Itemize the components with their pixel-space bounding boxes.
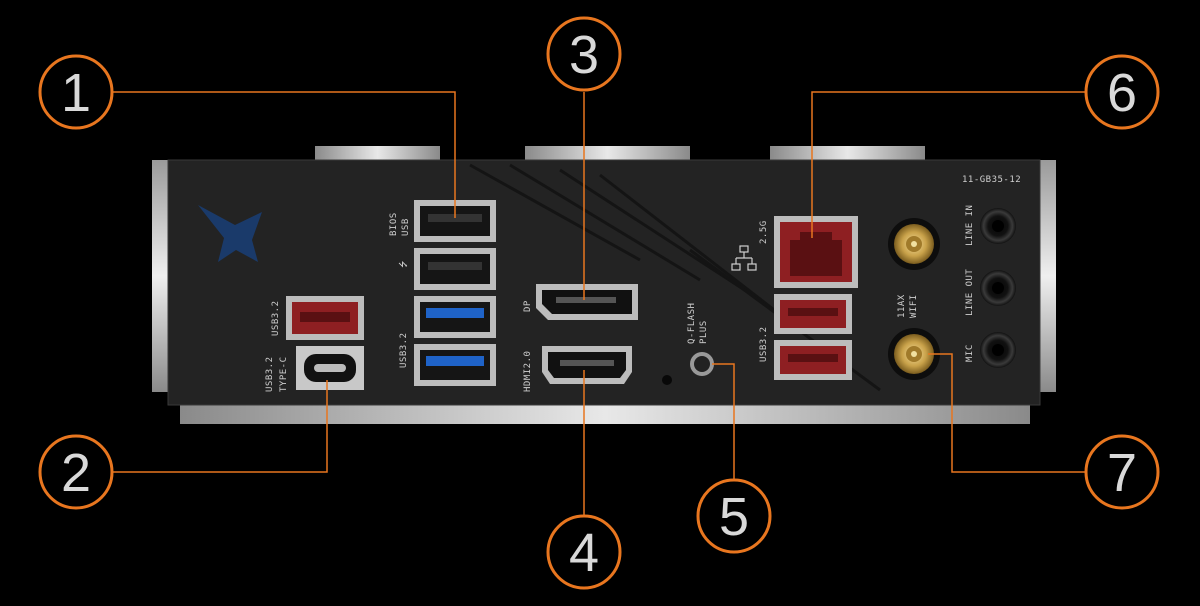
callout-6-number: 6 [1107,63,1137,123]
callout-3: 3 [546,16,622,92]
callout-3-number: 3 [569,25,599,85]
callout-1-number: 1 [61,63,91,123]
mic-label: MIC [965,344,975,362]
qflash-label-2: PLUS [699,320,709,344]
audio-jacks[interactable] [980,208,1016,368]
line-in-label: LINE IN [965,205,975,246]
svg-text:⭍: ⭍ [398,260,409,268]
callout-2-number: 2 [61,443,91,503]
displayport[interactable] [536,284,638,320]
usb32-type-c-port[interactable] [296,346,364,390]
hdmi-port[interactable] [542,346,632,384]
shield-side-strips [152,160,1056,392]
callout-5: 5 [696,478,772,554]
callout-7: 7 [1084,434,1160,510]
lan-label: 2.5G [759,220,769,244]
screw-hole [662,375,672,385]
dp-label: DP [523,300,533,312]
callout-1: 1 [38,54,114,130]
usb32-right-label: USB3.2 [759,326,769,362]
usb32-a-label: USB3.2 [271,300,281,336]
usb-symbol-icon: ⭍ [398,260,409,268]
callout-6: 6 [1084,54,1160,130]
usb32-mid-label: USB3.2 [399,332,409,368]
qflash-label-1: Q-FLASH [687,303,697,344]
usb32-a-port-left[interactable] [286,296,364,340]
callout-4-number: 4 [569,523,599,583]
wifi-label-1: 11AX [897,294,907,318]
panel-model-label: 11-GB35-12 [962,175,1021,185]
callout-5-number: 5 [719,487,749,547]
usb32-type-c-label-1: USB3.2 [265,356,275,392]
hdmi-label: HDMI2.0 [523,351,533,392]
q-flash-plus-button[interactable] [690,352,714,376]
wifi-antenna-connectors[interactable] [888,218,940,380]
wifi-label-2: WIFI [909,294,919,318]
lan-2-5g-port[interactable] [774,216,858,288]
shield-top-tabs [315,146,925,160]
usb32-type-c-label-2: TYPE-C [279,356,289,392]
usb32-right-ports[interactable] [774,294,852,380]
callout-4: 4 [546,514,622,590]
usb32-blue-ports[interactable] [414,296,496,386]
bios-usb-label-2: USB [401,218,411,236]
callout-7-number: 7 [1107,443,1137,503]
line-out-label: LINE OUT [965,269,975,316]
aorus-logo [198,205,262,262]
bios-usb-label-1: BIOS [389,212,399,236]
callout-leader-lines [112,91,1086,516]
network-icon [731,245,757,271]
callout-2: 2 [38,434,114,510]
panel-graphic-lines [469,163,881,392]
